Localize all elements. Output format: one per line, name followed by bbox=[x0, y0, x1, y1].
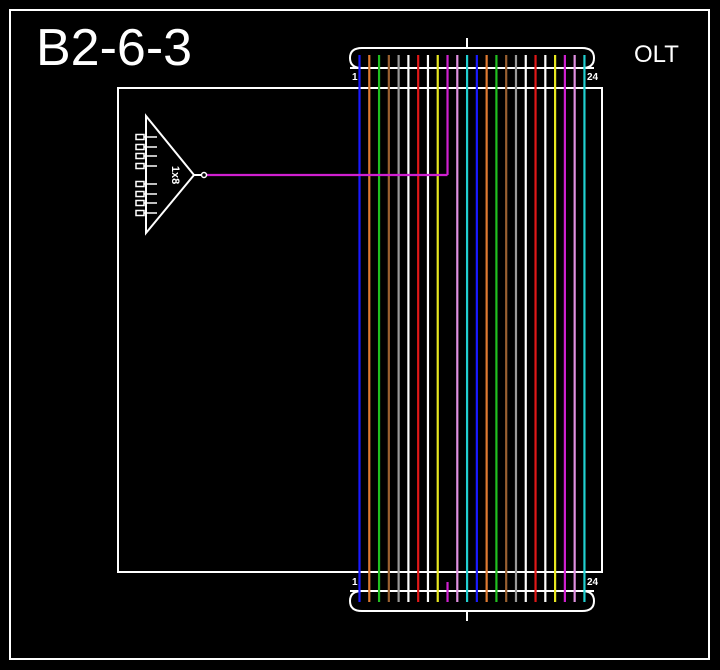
fiber-bundle bbox=[207, 55, 594, 602]
fiber-start-label-bottom: 1 bbox=[352, 577, 358, 588]
fiber-start-label-top: 1 bbox=[352, 72, 358, 83]
splitter-1x8[interactable]: 1x8 bbox=[135, 113, 208, 236]
olt-label: OLT bbox=[634, 41, 679, 68]
splitter-label: 1x8 bbox=[169, 166, 181, 184]
splitter-input-port bbox=[200, 171, 208, 179]
fiber-end-label-top: 24 bbox=[587, 72, 599, 83]
outer-frame bbox=[9, 9, 710, 660]
top-cable-bracket bbox=[348, 38, 596, 69]
diagram-title: B2-6-3 bbox=[36, 19, 193, 77]
splitter-outputs bbox=[135, 116, 157, 233]
bottom-cable-bracket bbox=[348, 590, 596, 621]
fiber-end-label-bottom: 24 bbox=[587, 577, 599, 588]
